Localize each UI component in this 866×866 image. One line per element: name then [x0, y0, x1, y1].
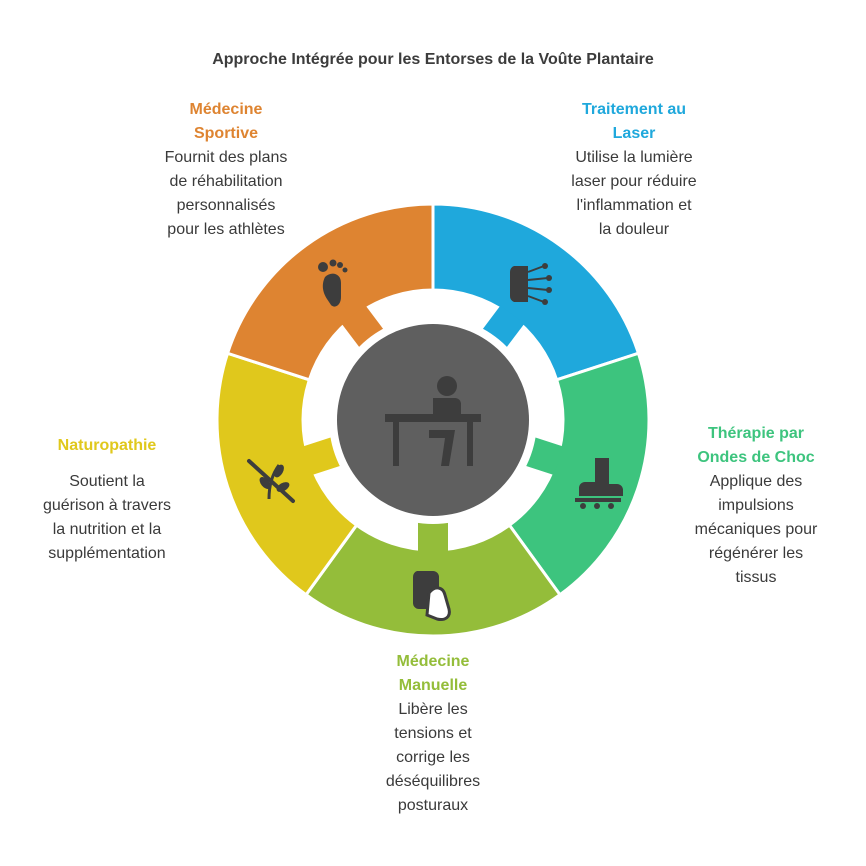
label-shock-desc-line: tissus	[735, 569, 777, 586]
segment-laser	[431, 202, 641, 382]
label-manual-heading-line: Manuelle	[398, 677, 468, 694]
label-manual-desc-line: Libère les	[398, 701, 468, 718]
label-manual-desc: Libère les tensions et corrige les déséq…	[353, 698, 513, 818]
label-laser-desc-line: la douleur	[598, 221, 670, 238]
label-naturo-heading-line: Naturopathie	[57, 437, 157, 454]
no-wheat-icon	[247, 459, 295, 503]
label-naturo-desc-line: la nutrition et la	[52, 521, 162, 538]
label-sport-heading-line: Médecine	[189, 101, 263, 118]
segment-manual-connector	[418, 520, 448, 552]
label-sport-desc: Fournit des plans de réhabilitation pers…	[140, 146, 312, 242]
label-naturo-heading: Naturopathie	[20, 434, 194, 458]
person-at-desk-icon	[385, 376, 481, 466]
label-shock-desc-line: Applique des	[709, 473, 803, 490]
hand-on-foot-icon	[412, 571, 451, 621]
label-shock: Thérapie par Ondes de Choc Applique des …	[676, 422, 836, 590]
label-sport: Médecine Sportive Fournit des plans de r…	[140, 98, 312, 242]
label-manual-desc-line: tensions et	[394, 725, 472, 742]
label-laser-heading-line: Laser	[612, 125, 656, 142]
footprint-icon	[318, 259, 348, 307]
segment-shock	[507, 351, 651, 597]
diagram-title: Approche Intégrée pour les Entorses de l…	[212, 51, 654, 68]
label-naturo-desc-line: Soutient la	[69, 473, 145, 490]
label-sport-heading-line: Sportive	[193, 125, 258, 142]
label-manual-heading-line: Médecine	[396, 653, 470, 670]
label-shock-desc-line: mécaniques pour	[694, 521, 818, 538]
label-laser-desc-line: Utilise la lumière	[575, 149, 693, 166]
label-shock-desc-line: régénérer les	[708, 545, 804, 562]
label-manual-heading: Médecine Manuelle	[353, 650, 513, 698]
label-laser-heading-line: Traitement au	[581, 101, 687, 118]
label-naturo: Naturopathie Soutient la guérison à trav…	[20, 434, 194, 566]
label-manual-desc-line: déséquilibres	[385, 773, 481, 790]
label-manual: Médecine Manuelle Libère les tensions et…	[353, 650, 513, 818]
label-shock-heading-line: Thérapie par	[707, 425, 805, 442]
label-shock-desc-line: impulsions	[718, 497, 794, 514]
label-sport-heading: Médecine Sportive	[140, 98, 312, 146]
label-manual-desc-line: corrige les	[396, 749, 470, 766]
label-laser-desc-line: l'inflammation et	[576, 197, 692, 214]
label-laser-desc-line: laser pour réduire	[571, 173, 697, 190]
boot-icon	[575, 458, 623, 509]
label-naturo-desc-line: guérison à travers	[42, 497, 172, 514]
label-shock-heading: Thérapie par Ondes de Choc	[676, 422, 836, 470]
label-naturo-desc: Soutient la guérison à travers la nutrit…	[20, 470, 194, 566]
laser-foot-icon	[509, 263, 552, 305]
label-manual-desc-line: posturaux	[397, 797, 469, 814]
segment-naturo	[215, 351, 359, 597]
label-naturo-desc-line: supplémentation	[48, 545, 166, 562]
label-shock-desc: Applique des impulsions mécaniques pour …	[676, 470, 836, 590]
label-laser: Traitement au Laser Utilise la lumière l…	[548, 98, 720, 242]
label-laser-desc: Utilise la lumière laser pour réduire l'…	[548, 146, 720, 242]
label-sport-desc-line: pour les athlètes	[167, 221, 285, 238]
label-sport-desc-line: Fournit des plans	[164, 149, 288, 166]
label-sport-desc-line: personnalisés	[176, 197, 276, 214]
label-laser-heading: Traitement au Laser	[548, 98, 720, 146]
label-sport-desc-line: de réhabilitation	[169, 173, 283, 190]
label-shock-heading-line: Ondes de Choc	[697, 449, 815, 466]
